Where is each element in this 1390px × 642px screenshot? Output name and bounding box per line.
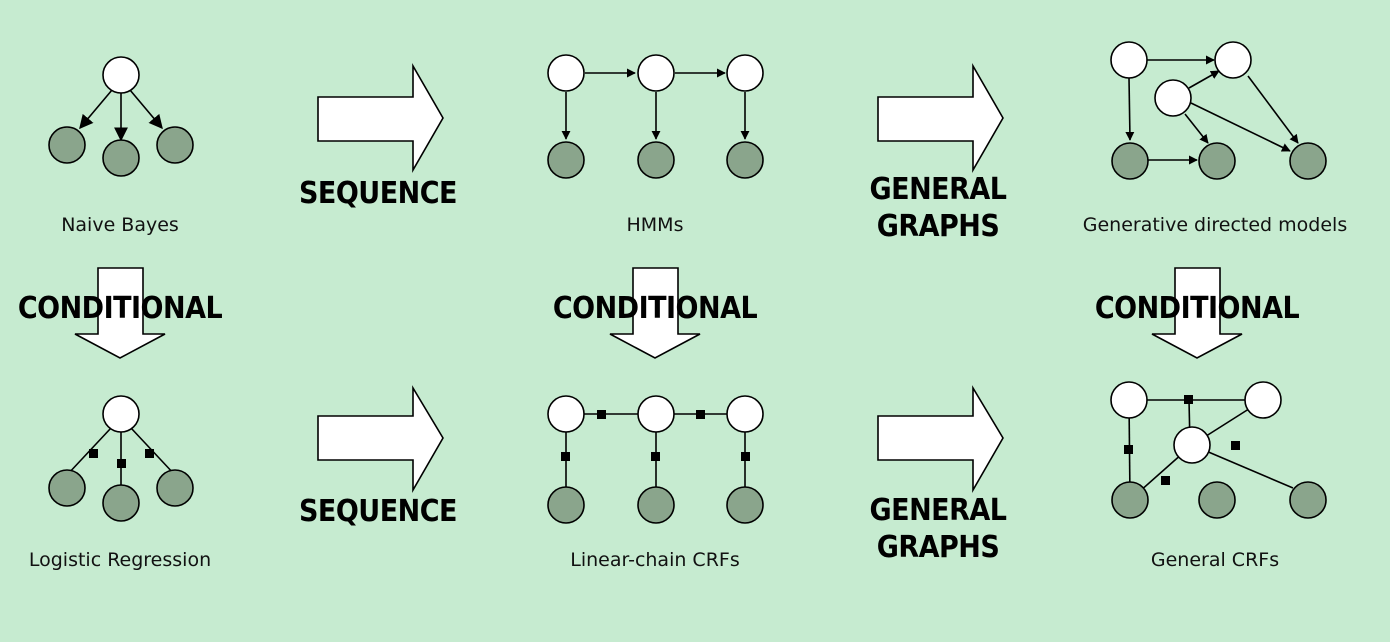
edge — [1247, 75, 1299, 144]
observed-node — [1111, 481, 1149, 519]
general-graphs-label-bottom-line2: GRAPHS — [877, 530, 1000, 565]
general-graphs-label-top-line1: GENERAL — [870, 172, 1007, 207]
hidden-node — [726, 395, 764, 433]
factor-node — [145, 449, 154, 458]
observed-node — [48, 469, 86, 507]
factor-node — [696, 410, 705, 419]
factor-node — [651, 452, 660, 461]
observed-node — [1198, 481, 1236, 519]
edge — [129, 89, 163, 130]
hidden-node — [1110, 381, 1148, 419]
conditional-label-middle: CONDITIONAL — [553, 291, 758, 326]
logistic-regression-graph — [48, 395, 194, 522]
hidden-node — [547, 54, 585, 92]
conditional-label-right: CONDITIONAL — [1095, 291, 1300, 326]
general-graphs-arrow-bottom — [877, 385, 1004, 493]
hidden-node — [547, 395, 585, 433]
edge — [1190, 102, 1291, 152]
factor-node — [561, 452, 570, 461]
general-crfs-label: General CRFs — [1151, 549, 1279, 571]
linear-chain-crfs-label: Linear-chain CRFs — [570, 549, 739, 571]
hidden-node — [726, 54, 764, 92]
observed-node — [156, 126, 194, 164]
hidden-node — [637, 395, 675, 433]
factor-node — [1184, 395, 1193, 404]
observed-node — [102, 139, 140, 177]
observed-node — [1289, 481, 1327, 519]
factor-node — [1161, 476, 1170, 485]
general-crf-graph — [1110, 381, 1327, 519]
sequence-arrow-bottom — [317, 385, 444, 493]
hidden-node — [102, 395, 140, 433]
logistic-regression-label: Logistic Regression — [29, 549, 211, 571]
general-graphs-label-top-line2: GRAPHS — [877, 209, 1000, 244]
edge — [79, 89, 113, 130]
observed-node — [547, 486, 585, 524]
sequence-label-top: SEQUENCE — [299, 176, 457, 211]
hidden-node — [1214, 41, 1252, 79]
observed-node — [547, 141, 585, 179]
edge — [1188, 70, 1220, 89]
edge — [1184, 113, 1209, 144]
hidden-node — [102, 56, 140, 94]
observed-node — [1289, 142, 1327, 180]
factor-node — [741, 452, 750, 461]
generative-directed-label: Generative directed models — [1083, 214, 1347, 236]
conditional-arrow-middle — [609, 267, 701, 359]
hidden-node — [1154, 79, 1192, 117]
linear-chain-crf-graph — [547, 395, 764, 524]
conditional-label-left: CONDITIONAL — [18, 291, 223, 326]
naive-bayes-label: Naive Bayes — [61, 214, 179, 236]
observed-node — [156, 469, 194, 507]
factor-node — [117, 459, 126, 468]
observed-node — [1111, 142, 1149, 180]
conditional-arrow-right — [1151, 267, 1243, 359]
observed-node — [1198, 142, 1236, 180]
observed-node — [637, 141, 675, 179]
factor-node — [1124, 445, 1133, 454]
hidden-node — [1173, 426, 1211, 464]
hmms-label: HMMs — [627, 214, 684, 236]
sequence-arrow-top — [317, 63, 444, 173]
factor-node — [597, 410, 606, 419]
general-graphs-label-bottom-line1: GENERAL — [870, 493, 1007, 528]
observed-node — [48, 126, 86, 164]
factor-node — [89, 449, 98, 458]
hidden-node — [1110, 41, 1148, 79]
observed-node — [102, 484, 140, 522]
hidden-node — [637, 54, 675, 92]
sequence-label-bottom: SEQUENCE — [299, 494, 457, 529]
naive-bayes-graph — [48, 56, 194, 177]
general-graphs-arrow-top — [877, 63, 1004, 173]
generative-directed-graph — [1110, 41, 1327, 180]
factor-node — [1231, 441, 1240, 450]
conditional-arrow-left — [74, 267, 166, 359]
observed-node — [726, 141, 764, 179]
edge — [1125, 77, 1135, 141]
observed-node — [726, 486, 764, 524]
hmm-graph — [547, 54, 764, 179]
hidden-node — [1244, 381, 1282, 419]
observed-node — [637, 486, 675, 524]
